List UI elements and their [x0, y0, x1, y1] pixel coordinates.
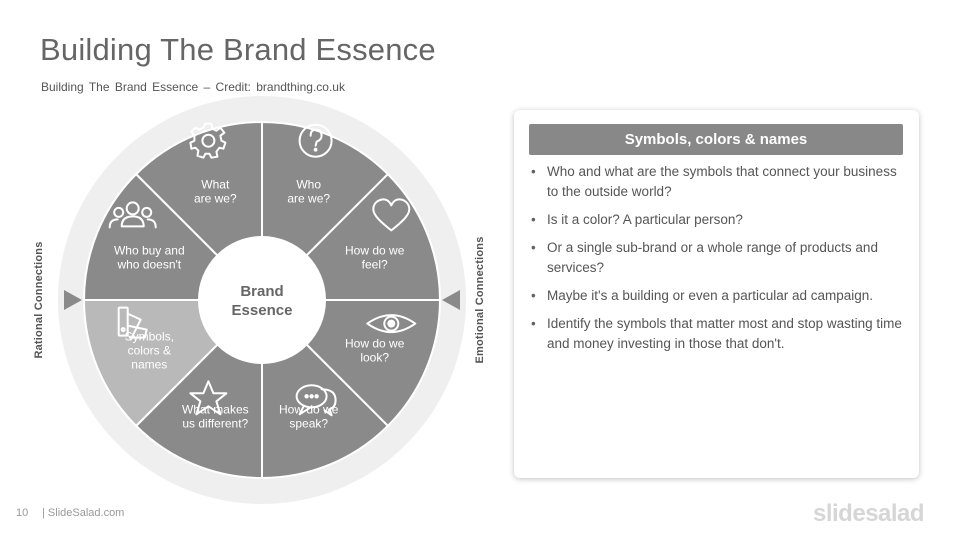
- right-pointer-icon: [442, 290, 460, 310]
- eye-icon: [366, 314, 417, 334]
- segment-label: What: [201, 177, 230, 191]
- segment-label: colors &: [128, 344, 171, 358]
- segment-label: names: [131, 358, 167, 372]
- bullet-item: Or a single sub-brand or a whole range o…: [529, 238, 909, 278]
- center-label: Brand: [240, 283, 283, 300]
- center-circle: [198, 236, 326, 364]
- speech-bubble-icon: [295, 384, 337, 417]
- bullet-item: Who and what are the symbols that connec…: [529, 162, 909, 202]
- gear-icon: [189, 122, 227, 159]
- bullet-list: Who and what are the symbols that connec…: [529, 162, 909, 362]
- rational-connections-label: Rational Connections: [33, 241, 45, 359]
- segment-label: What makes: [182, 403, 249, 417]
- segment-label: How do we: [345, 337, 405, 351]
- heart-icon: [372, 198, 411, 232]
- segment-label: feel?: [362, 257, 388, 271]
- info-panel: Symbols, colors & names Who and what are…: [514, 110, 919, 478]
- slide-title: Building The Brand Essence: [40, 32, 436, 67]
- page-number: 10: [16, 507, 29, 519]
- color-swatch-icon: [117, 306, 148, 341]
- segment-label: us different?: [182, 417, 248, 431]
- segment-label: are we?: [287, 191, 330, 205]
- segment-label: How do we: [345, 243, 405, 257]
- bullet-item: Is it a color? A particular person?: [529, 210, 909, 230]
- emotional-connections-label: Emotional Connections: [474, 236, 486, 364]
- center-label: Essence: [232, 302, 293, 319]
- segment-label: speak?: [289, 417, 328, 431]
- users-icon: [108, 201, 157, 229]
- segment-label: How do we: [279, 403, 339, 417]
- segment-label: are we?: [194, 191, 237, 205]
- slide-subtitle: Building The Brand Essence – Credit: bra…: [41, 80, 345, 94]
- bullet-item: Identify the symbols that matter most an…: [529, 314, 909, 354]
- left-pointer-icon: [64, 290, 82, 310]
- slidesalad-logo: slidesalad: [813, 500, 925, 527]
- footer-site: | SlideSalad.com: [42, 507, 125, 519]
- segment-label: who doesn't: [116, 257, 181, 271]
- bullet-item: Maybe it's a building or even a particul…: [529, 286, 909, 306]
- segment-label: Symbols,: [125, 330, 174, 344]
- segment-label: Who: [296, 177, 321, 191]
- segment-label: Who buy and: [114, 243, 185, 257]
- star-icon: [189, 380, 228, 416]
- panel-heading: Symbols, colors & names: [529, 124, 903, 155]
- segment-label: look?: [360, 351, 389, 365]
- question-icon: [298, 123, 333, 158]
